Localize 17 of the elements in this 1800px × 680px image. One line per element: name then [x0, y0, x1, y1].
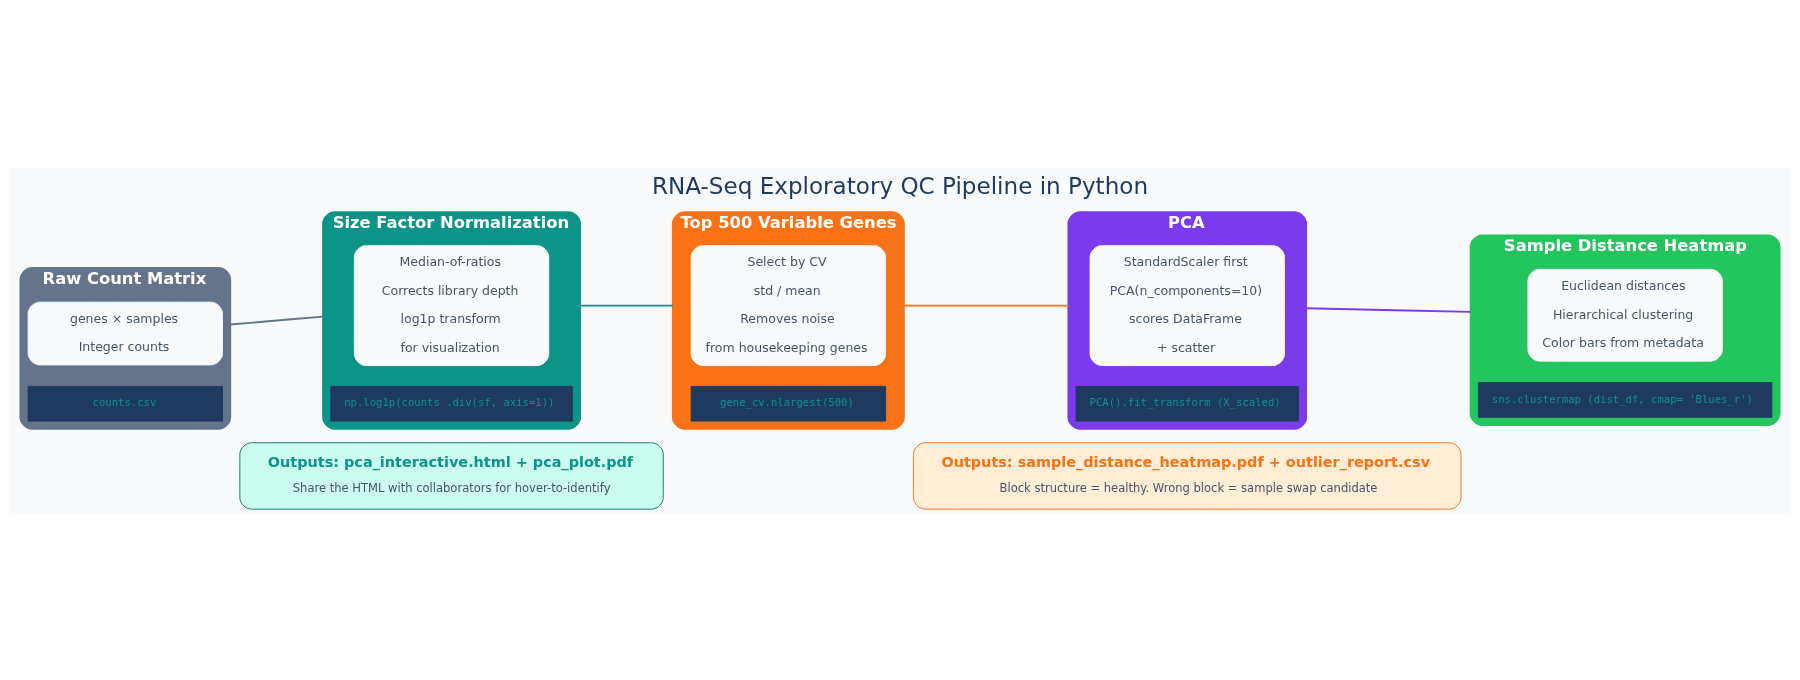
connector — [1305, 306, 1472, 313]
diagram-title: RNA-Seq Exploratory QC Pipeline in Python — [651, 172, 1149, 199]
node-box: gene_cv.nlargest(500) — [690, 385, 887, 422]
node-box: Outputs: sample_distance_heatmap.pdf + outlier_report.csv Block structure = healthy. Wrong block = sample swap candidate — [913, 441, 1462, 510]
node-box: Euclidean distances Hierarchical clustering Color bars from metadata — [1527, 268, 1723, 362]
connector — [902, 304, 1070, 307]
node-box: genes × samples Integer counts — [27, 301, 223, 365]
node-box: Outputs: pca_interactive.html + pca_plot.pdf Share the HTML with collaborators for hover-to-identify — [239, 441, 664, 510]
node-box: StandardScaler first PCA(n_components=10) scores DataFrame + scatter — [1089, 244, 1285, 366]
node-box: counts.csv — [27, 385, 223, 422]
node-box: np.log1p(counts .div(sf, axis=1)) — [330, 385, 573, 422]
node-box: PCA().fit_transform (X_scaled) — [1075, 385, 1299, 422]
connector — [229, 315, 325, 326]
node-box: Median-of-ratios Corrects library depth log1p transform for visualization — [353, 244, 550, 366]
node-box: sns.clustermap (dist_df, cmap= 'Blues_r') — [1477, 381, 1773, 418]
connector — [579, 304, 674, 307]
node-box: Select by CV std / mean Removes noise from housekeeping genes — [690, 244, 887, 366]
